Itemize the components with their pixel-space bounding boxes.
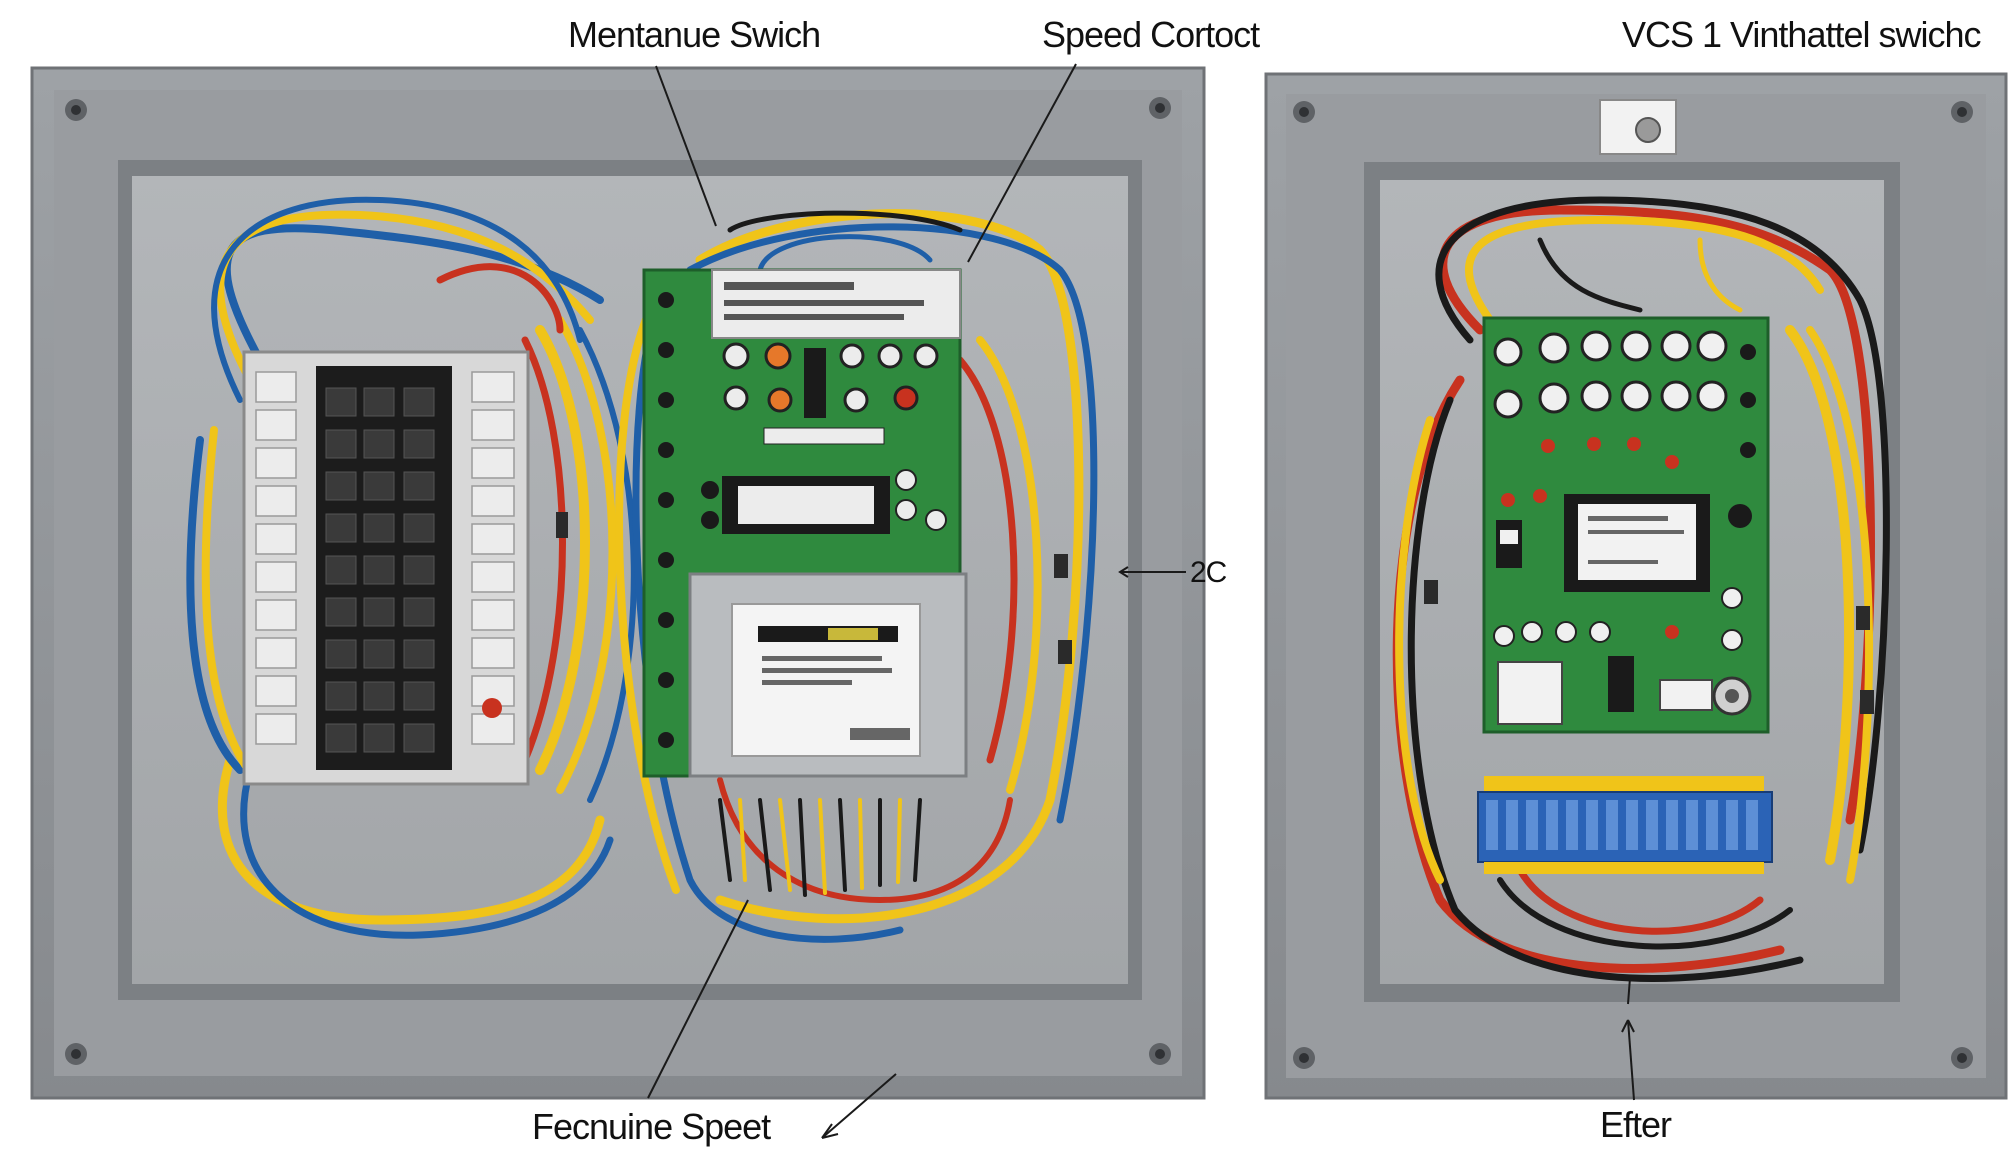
left-enclosure — [30, 66, 1206, 1100]
screw-icon — [1293, 101, 1973, 1069]
capacitor-icon — [1493, 330, 1728, 419]
label-bottom-left: Fecnuine Speet — [532, 1106, 771, 1147]
capacitor-icon — [722, 342, 939, 413]
label-top-left: Mentanue Swich — [568, 14, 821, 55]
label-top-right: VCS 1 Vinthattel swichc — [1622, 14, 1982, 55]
terminal-block-icon — [1477, 776, 1773, 874]
breaker-module — [242, 350, 530, 786]
controller-board-left — [642, 268, 968, 778]
callout-lines — [647, 63, 1635, 1139]
right-enclosure — [1264, 72, 2008, 1100]
label-right-side-mark: 2C — [1190, 556, 1227, 589]
label-top-middle: Speed Cortoct — [1042, 14, 1260, 55]
screw-icon — [65, 97, 1171, 1065]
wire-harness-right — [1392, 196, 1890, 982]
label-bottom-right: Efter — [1600, 1104, 1672, 1145]
controller-board-right — [1482, 316, 1770, 734]
wire-harness-left — [186, 196, 1098, 943]
